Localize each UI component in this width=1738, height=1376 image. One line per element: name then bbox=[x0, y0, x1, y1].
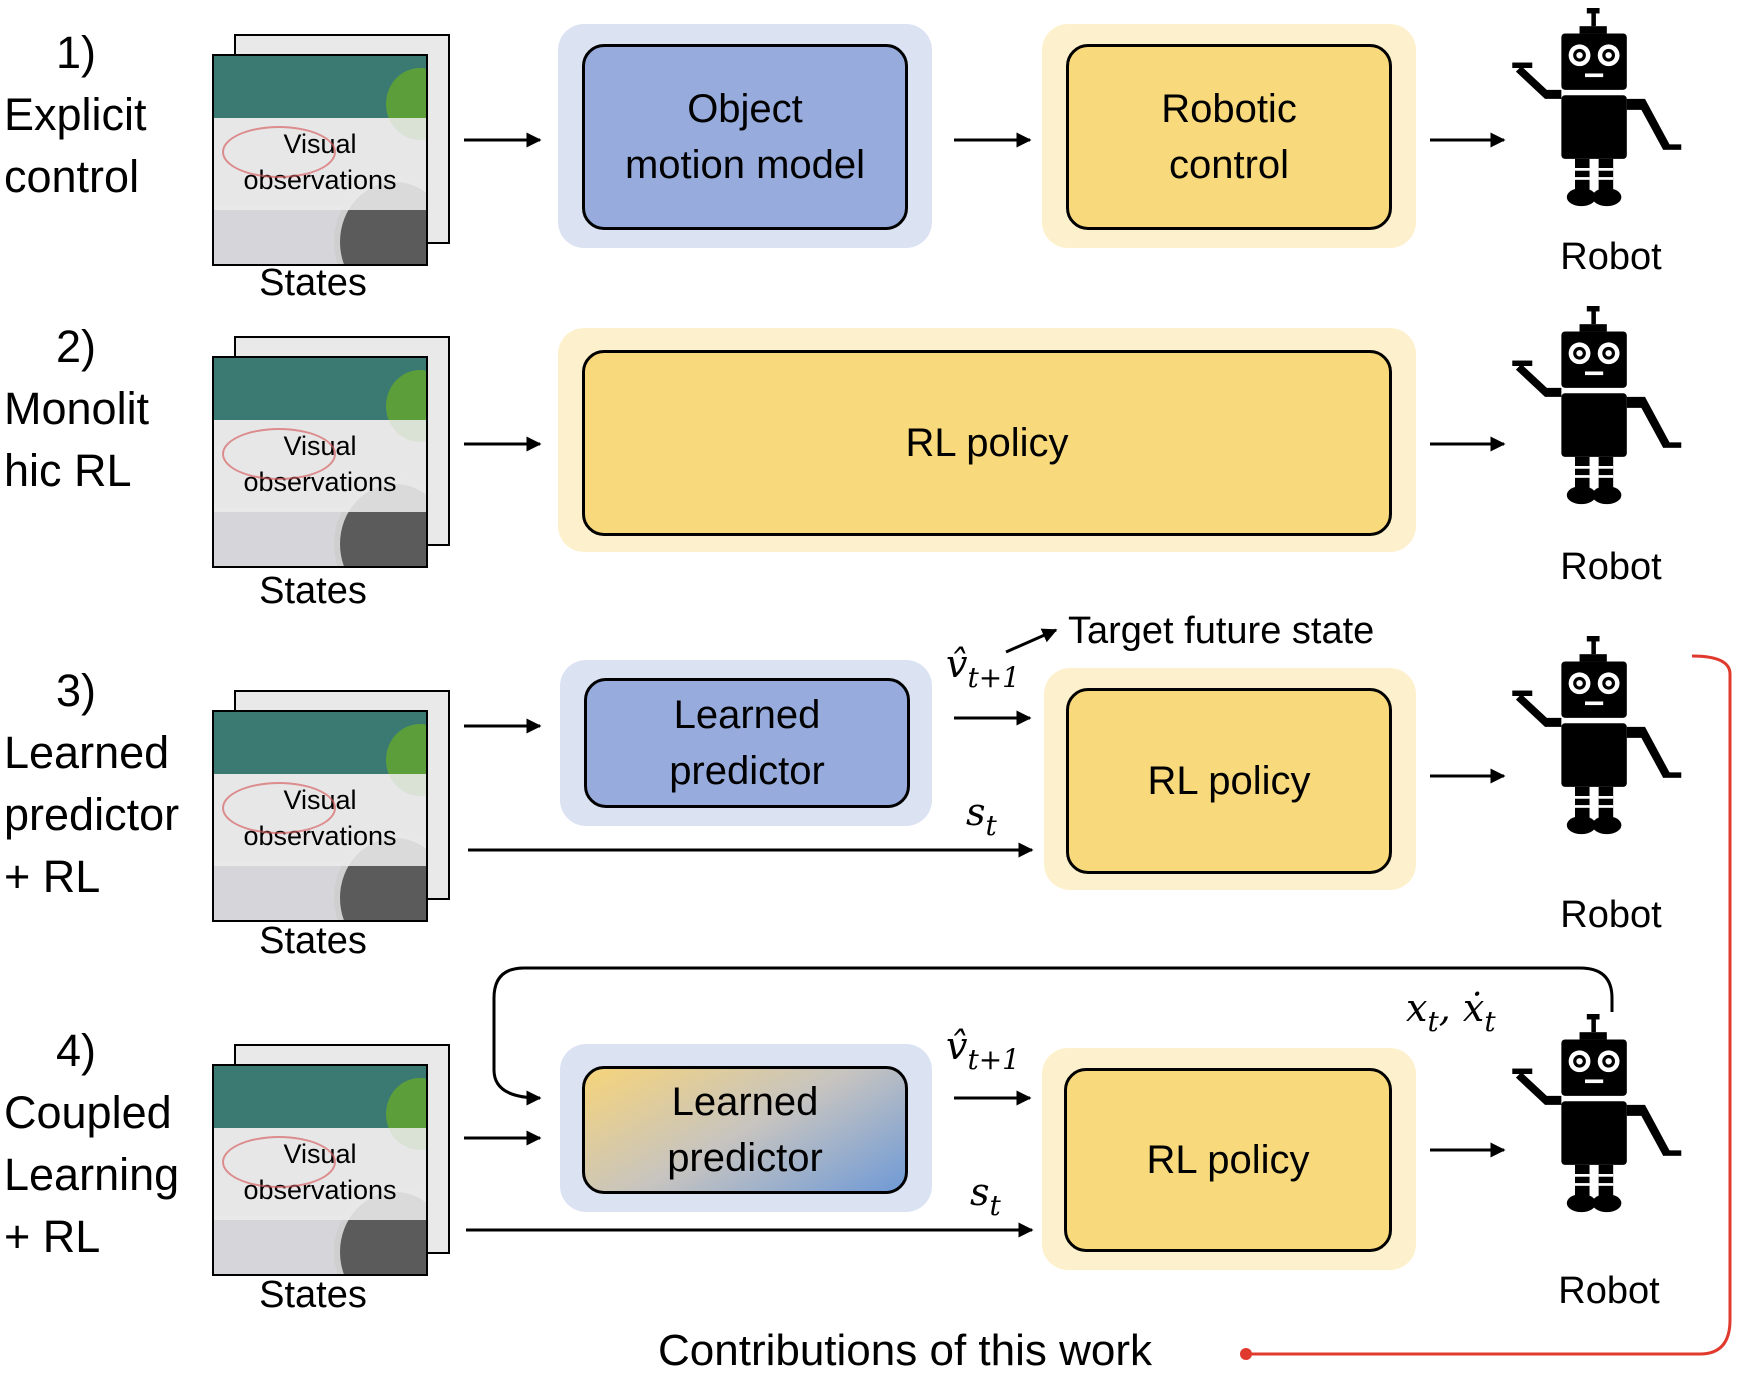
v-hat-label: v̂t+1 bbox=[946, 642, 1020, 694]
row-4-label-line: + RL bbox=[4, 1211, 101, 1262]
row-3-label-line: Learned bbox=[4, 727, 170, 778]
states-image-row-4: Visual observations bbox=[212, 1044, 450, 1276]
row-1-label: 1) Explicit control bbox=[4, 22, 147, 208]
row-4-label-line: Coupled bbox=[4, 1087, 172, 1138]
rl-policy-box: RL policy bbox=[1066, 688, 1392, 874]
states-image-row-3: Visual observations bbox=[212, 690, 450, 922]
rl-policy-box: RL policy bbox=[1064, 1068, 1392, 1252]
contributions-bracket bbox=[1248, 654, 1732, 1356]
row-3-label-line: predictor bbox=[4, 789, 180, 840]
row-3-label-line: + RL bbox=[4, 851, 101, 902]
feedback-loop-arrow bbox=[492, 966, 1614, 1106]
rl-policy-box-monolithic: RL policy bbox=[582, 350, 1392, 536]
row-3-label: 3) Learned predictor + RL bbox=[4, 660, 179, 908]
row-1-number: 1) bbox=[56, 27, 97, 78]
arrow-right-icon bbox=[1005, 628, 1058, 654]
row-1-label-line: Explicit bbox=[4, 89, 147, 140]
row-4-label-line: Learning bbox=[4, 1149, 180, 1200]
s-t-label: st bbox=[966, 790, 997, 842]
robot-label: Robot bbox=[1560, 236, 1662, 278]
row-2-label-line: Monolit bbox=[4, 383, 150, 434]
robot-label: Robot bbox=[1560, 894, 1662, 936]
states-caption: States bbox=[259, 570, 367, 612]
row-2-number: 2) bbox=[56, 321, 97, 372]
robot-feedback-state-label: xt, ẋt bbox=[1406, 986, 1496, 1038]
states-caption: States bbox=[259, 920, 367, 962]
states-image-row-2: Visual observations bbox=[212, 336, 450, 568]
row-2-label-line: hic RL bbox=[4, 445, 132, 496]
contributions-label: Contributions of this work bbox=[658, 1326, 1152, 1375]
row-4-number: 4) bbox=[56, 1025, 97, 1076]
robot-label: Robot bbox=[1560, 546, 1662, 588]
row-4-label: 4) Coupled Learning + RL bbox=[4, 1020, 179, 1268]
robot-label: Robot bbox=[1558, 1270, 1660, 1312]
v-hat-label: v̂t+1 bbox=[946, 1024, 1020, 1076]
s-t-label: st bbox=[970, 1170, 1001, 1222]
states-front-frame: Visual observations bbox=[212, 1064, 428, 1276]
states-front-frame: Visual observations bbox=[212, 54, 428, 266]
states-front-frame: Visual observations bbox=[212, 710, 428, 922]
states-caption: States bbox=[259, 262, 367, 304]
row-3-number: 3) bbox=[56, 665, 97, 716]
states-front-frame: Visual observations bbox=[212, 356, 428, 568]
contributions-bracket-dot bbox=[1240, 1348, 1252, 1360]
states-image-row-1: Visual observations bbox=[212, 34, 450, 266]
row-1-label-line: control bbox=[4, 151, 140, 202]
target-future-state-label: Target future state bbox=[1068, 610, 1375, 652]
states-caption: States bbox=[259, 1274, 367, 1316]
row-2-label: 2) Monolit hic RL bbox=[4, 316, 149, 502]
